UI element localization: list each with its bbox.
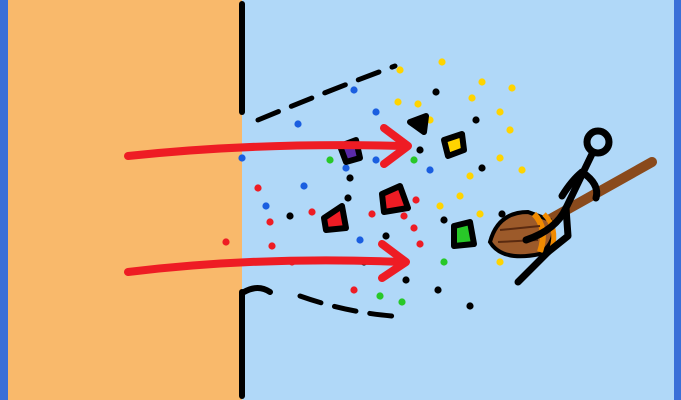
debris-dot xyxy=(426,166,433,173)
debris-dot xyxy=(254,184,261,191)
debris-dot xyxy=(402,276,409,283)
debris-dot xyxy=(238,154,245,161)
debris-dot xyxy=(432,88,439,95)
debris-dot xyxy=(506,126,513,133)
debris-dot xyxy=(396,66,403,73)
debris-dot xyxy=(308,208,315,215)
debris-dot xyxy=(496,154,503,161)
debris-dot xyxy=(472,116,479,123)
debris-dot xyxy=(518,166,525,173)
debris-dot xyxy=(286,212,293,219)
debris-dot xyxy=(466,172,473,179)
debris-dot xyxy=(414,100,421,107)
debris-dot xyxy=(416,240,423,247)
right-panel xyxy=(242,0,674,400)
debris-dot xyxy=(438,58,445,65)
debris-dot xyxy=(262,202,269,209)
debris-dot xyxy=(410,156,417,163)
debris-dot xyxy=(350,86,357,93)
debris-dot xyxy=(478,78,485,85)
debris-dot xyxy=(356,236,363,243)
debris-dot xyxy=(412,196,419,203)
debris-dot xyxy=(266,218,273,225)
debris-dot xyxy=(372,108,379,115)
left-panel xyxy=(8,0,242,400)
debris-dot xyxy=(440,216,447,223)
debris-dot xyxy=(398,298,405,305)
debris-dot xyxy=(434,286,441,293)
debris-dot xyxy=(326,156,333,163)
chunk xyxy=(444,134,464,156)
debris-dot xyxy=(342,164,349,171)
chunk xyxy=(454,222,474,246)
debris-dot xyxy=(400,212,407,219)
debris-dot xyxy=(394,98,401,105)
debris-dot xyxy=(496,258,503,265)
debris-dot xyxy=(478,164,485,171)
chunk xyxy=(382,186,408,212)
debris-dot xyxy=(382,232,389,239)
debris-dot xyxy=(416,146,423,153)
debris-dot xyxy=(376,292,383,299)
debris-dot xyxy=(410,224,417,231)
debris-dot xyxy=(294,120,301,127)
debris-dot xyxy=(368,210,375,217)
debris-dot xyxy=(350,286,357,293)
debris-dot xyxy=(456,192,463,199)
debris-dot xyxy=(508,84,515,91)
debris-dot xyxy=(468,94,475,101)
debris-dot xyxy=(476,210,483,217)
debris-dot xyxy=(344,194,351,201)
debris-dot xyxy=(496,108,503,115)
debris-dot xyxy=(436,202,443,209)
debris-dot xyxy=(466,302,473,309)
debris-dot xyxy=(346,174,353,181)
debris-dot xyxy=(300,182,307,189)
debris-dot xyxy=(372,156,379,163)
debris-dot xyxy=(268,242,275,249)
debris-dot xyxy=(440,258,447,265)
debris-dot xyxy=(222,238,229,245)
